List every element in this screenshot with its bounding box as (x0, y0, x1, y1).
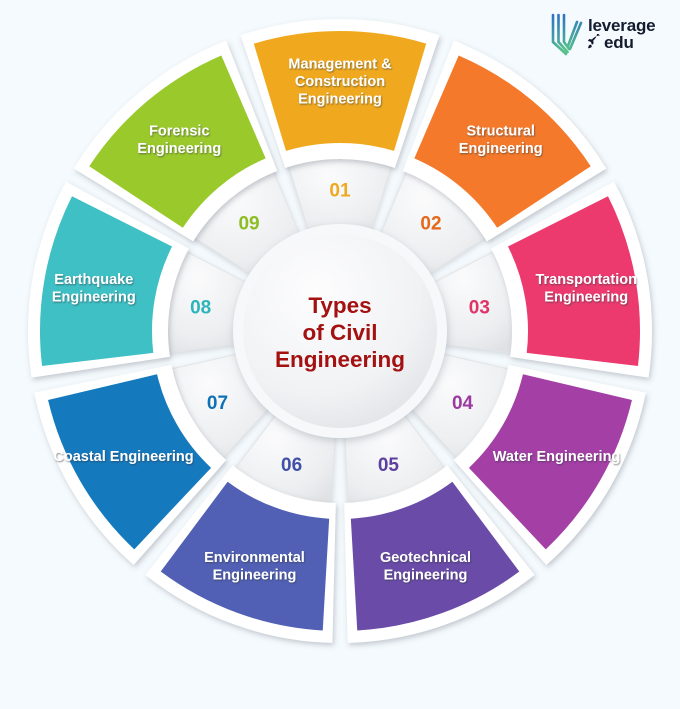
wheel-segment-09[interactable] (73, 40, 278, 242)
wheel-segment-07[interactable] (34, 364, 227, 566)
wheel-segment-face-04[interactable] (468, 374, 632, 550)
rocket-icon (586, 32, 602, 50)
wheel-segment-face-06[interactable] (160, 481, 330, 631)
brand-word-edu: edu (604, 33, 634, 52)
wheel-segment-face-05[interactable] (350, 481, 520, 631)
brand-logo-wordmark: leverage edu (588, 16, 656, 52)
wheel-segment-06[interactable] (145, 465, 336, 643)
wheel-segment-face-03[interactable] (507, 196, 640, 367)
brand-word-leverage: leverage (588, 16, 656, 36)
segment-number-02: 02 (420, 214, 441, 235)
wheel-segment-face-09[interactable] (89, 55, 266, 228)
wheel-segment-03[interactable] (491, 181, 652, 378)
wheel-hub (243, 234, 437, 428)
segment-number-01: 01 (329, 181, 351, 202)
segment-number-03: 03 (469, 297, 490, 318)
segment-number-08: 08 (190, 297, 211, 318)
wheel-segment-02[interactable] (402, 40, 607, 242)
segment-number-05: 05 (378, 455, 400, 476)
wheel-segment-05[interactable] (344, 465, 535, 643)
segment-label-04: Water Engineering (493, 449, 621, 465)
wheel-segment-08[interactable] (28, 181, 189, 378)
segment-number-04: 04 (452, 393, 474, 414)
book-v-icon (550, 9, 584, 62)
wheel-segment-04[interactable] (453, 364, 646, 566)
wheel-segment-face-07[interactable] (48, 374, 212, 550)
segment-label-07: Coastal Engineering (53, 449, 193, 465)
segment-number-09: 09 (238, 214, 259, 235)
segment-number-06: 06 (281, 455, 302, 476)
wheel-segment-face-08[interactable] (39, 196, 173, 367)
wheel-segment-01[interactable] (240, 19, 440, 168)
segment-number-07: 07 (207, 393, 228, 414)
wheel-segment-face-02[interactable] (414, 55, 591, 228)
wheel-segment-face-01[interactable] (253, 30, 427, 151)
brand-logo[interactable]: leverage edu (550, 9, 670, 61)
